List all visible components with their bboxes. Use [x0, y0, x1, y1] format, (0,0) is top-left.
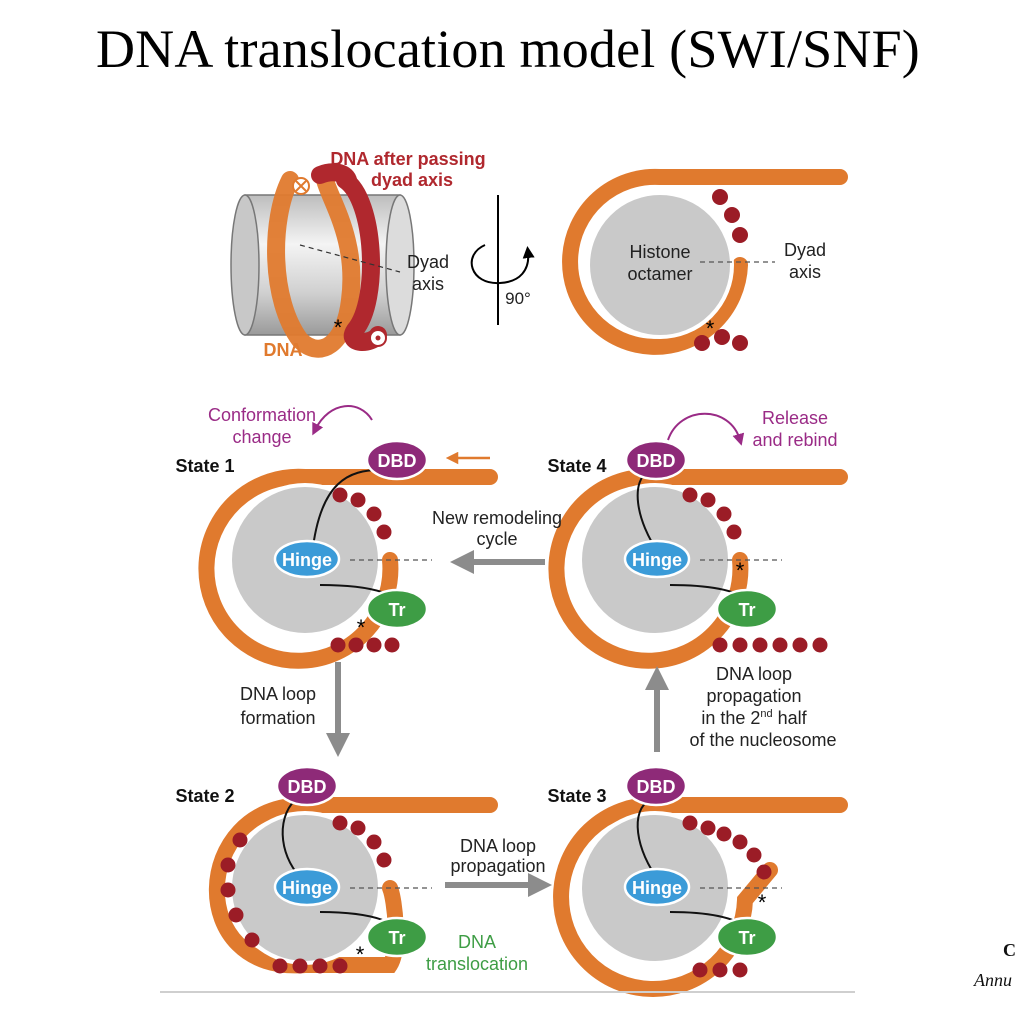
- label-octamer-1: Histone: [629, 242, 690, 262]
- state2-hinge-label: Hinge: [282, 878, 332, 898]
- rotation-symbol: [470, 195, 535, 325]
- loop-prop-2nd-label-5: of the nucleosome: [689, 730, 836, 750]
- state4-label: State 4: [547, 456, 606, 476]
- state4-asterisk: *: [736, 558, 745, 583]
- loop-prop-2nd-label-1: DNA loop: [716, 664, 792, 684]
- state3-tr-label: Tr: [738, 928, 755, 948]
- state2-nucleosome: [208, 765, 498, 974]
- new-cycle-label-1: New remodeling: [432, 508, 562, 528]
- asterisk-top-left: *: [334, 315, 343, 340]
- cylinder-view: [230, 163, 415, 358]
- loop-prop-2nd-label-3: in the 2nd half: [701, 708, 807, 728]
- translocation-label-1: DNA: [458, 932, 496, 952]
- label-dyad-right-2: axis: [789, 262, 821, 282]
- new-cycle-label-2: cycle: [476, 529, 517, 549]
- rotation-label: 90°: [505, 289, 531, 308]
- asterisk-top-right: *: [706, 316, 715, 341]
- state3-dbd-label: DBD: [637, 777, 676, 797]
- state2-dbd-label: DBD: [288, 777, 327, 797]
- state4-tr-label: Tr: [738, 600, 755, 620]
- state3-asterisk: *: [758, 890, 767, 915]
- state3-hinge-label: Hinge: [632, 878, 682, 898]
- state1-tr-label: Tr: [388, 600, 405, 620]
- label-octamer-2: octamer: [627, 264, 692, 284]
- label-dna-after-2: dyad axis: [371, 170, 453, 190]
- state3-nucleosome: [553, 765, 848, 997]
- state4-hinge-label: Hinge: [632, 550, 682, 570]
- state4-nucleosome: [548, 412, 848, 669]
- page-title: DNA translocation model (SWI/SNF): [95, 19, 920, 79]
- citation-line-1: C: [1003, 940, 1016, 960]
- state1-label: State 1: [175, 456, 234, 476]
- state1-nucleosome: [198, 405, 498, 669]
- state2-tr-label: Tr: [388, 928, 405, 948]
- label-dyad-left-1: Dyad: [407, 252, 449, 272]
- loop-prop-2nd-label-2: propagation: [706, 686, 801, 706]
- loop-prop-label-1: DNA loop: [460, 836, 536, 856]
- nucleosome-top-view: [562, 168, 848, 355]
- loop-formation-label-2: formation: [240, 708, 315, 728]
- loop-prop-label-2: propagation: [450, 856, 545, 876]
- label-dna: DNA: [264, 340, 303, 360]
- state4-dbd-label: DBD: [637, 451, 676, 471]
- state2-label: State 2: [175, 786, 234, 806]
- label-dna-after-1: DNA after passing: [330, 149, 485, 169]
- conformation-label-2: change: [232, 427, 291, 447]
- loop-formation-label-1: DNA loop: [240, 684, 316, 704]
- state1-asterisk: *: [357, 615, 366, 640]
- conformation-label-1: Conformation: [208, 405, 316, 425]
- label-dyad-left-2: axis: [412, 274, 444, 294]
- label-dyad-right-1: Dyad: [784, 240, 826, 260]
- state2-asterisk: *: [356, 942, 365, 967]
- release-label-1: Release: [762, 408, 828, 428]
- state1-dbd-label: DBD: [378, 451, 417, 471]
- release-label-2: and rebind: [752, 430, 837, 450]
- state1-hinge-label: Hinge: [282, 550, 332, 570]
- translocation-label-2: translocation: [426, 954, 528, 974]
- state3-label: State 3: [547, 786, 606, 806]
- citation-line-2: Annu: [974, 970, 1012, 990]
